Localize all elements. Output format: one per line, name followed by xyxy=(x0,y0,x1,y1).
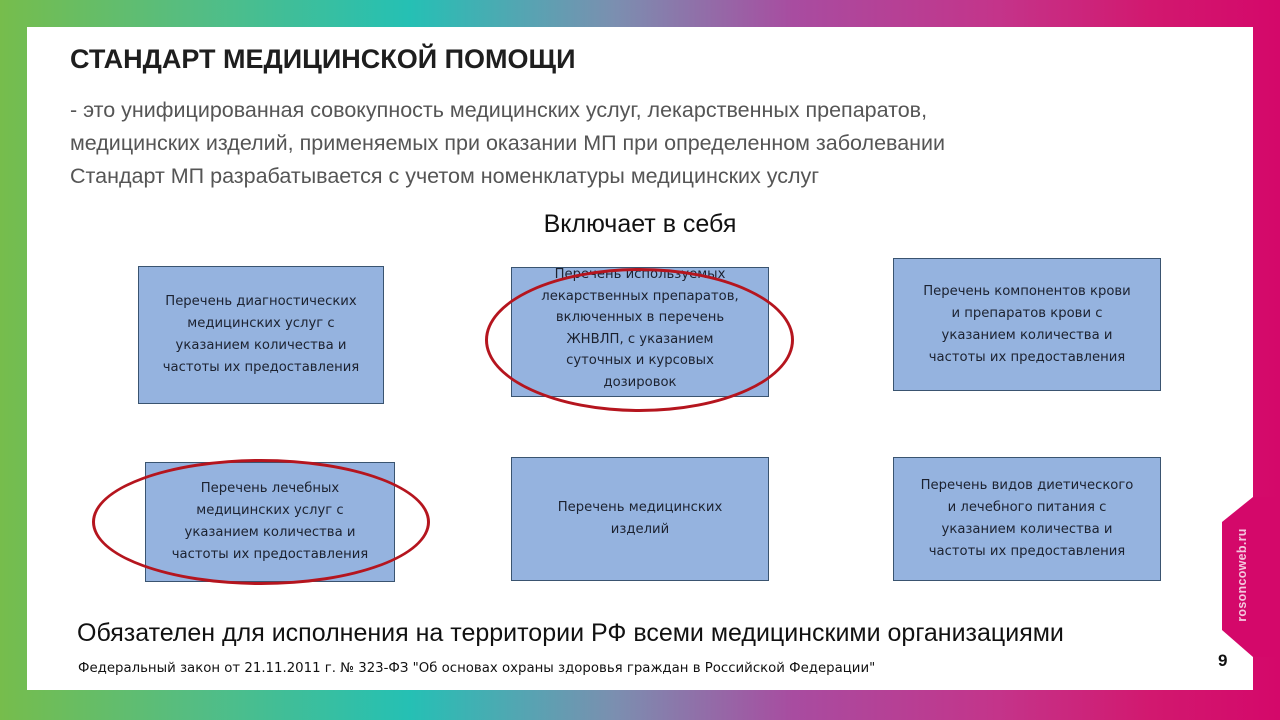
box-blood-components: Перечень компонентов крови и препаратов … xyxy=(893,258,1161,391)
box-medications: Перечень используемых лекарственных преп… xyxy=(511,267,769,397)
box-line: изделий xyxy=(610,522,670,537)
box-line: частоты их предоставления xyxy=(162,360,360,375)
box-line: Перечень видов диетического xyxy=(920,478,1134,493)
box-line: указанием количества и xyxy=(175,338,347,353)
box-line: указанием количества и xyxy=(941,327,1113,343)
page-number: 9 xyxy=(1218,651,1228,670)
brand-tab-shape xyxy=(1222,497,1280,657)
brand-url-link[interactable]: rosoncoweb.ru xyxy=(1235,528,1249,622)
box-line: включенных в перечень xyxy=(555,310,725,325)
box-line: и лечебного питания с xyxy=(947,500,1107,515)
brand-tab-label[interactable]: rosoncoweb.ru xyxy=(1232,515,1252,635)
box-dietary-nutrition: Перечень видов диетического и лечебного … xyxy=(893,457,1161,581)
box-line: лекарственных препаратов, xyxy=(541,288,739,304)
box-line: дозировок xyxy=(603,374,677,390)
definition-line: медицинских изделий, применяемых при ока… xyxy=(70,131,946,155)
box-line: суточных и курсовых xyxy=(566,353,714,368)
box-treatment-services: Перечень лечебных медицинских услуг с ук… xyxy=(145,462,395,582)
box-line: частоты их предоставления xyxy=(928,349,1126,365)
box-diagnostic-services: Перечень диагностических медицинских усл… xyxy=(138,266,384,404)
box-line: частоты их предоставления xyxy=(928,544,1126,559)
box-line: Перечень компонентов крови xyxy=(923,283,1131,299)
brand-tab xyxy=(1222,497,1280,657)
box-line: частоты их предоставления xyxy=(171,547,369,562)
box-line: медицинских услуг с xyxy=(187,316,335,331)
definition-line: - это унифицированная совокупность медиц… xyxy=(70,98,928,122)
box-line: ЖНВЛП, с указанием xyxy=(566,331,714,347)
box-line: Перечень лечебных xyxy=(200,481,340,496)
box-line: медицинских услуг с xyxy=(196,503,344,518)
box-line: Перечень используемых xyxy=(554,267,726,282)
definition-line: Стандарт МП разрабатывается с учетом ном… xyxy=(70,164,820,188)
includes-heading-text: Включает в себя xyxy=(543,210,737,238)
box-line: Перечень медицинских xyxy=(557,500,723,515)
definition-text: - это унифицированная совокупность медиц… xyxy=(70,94,1190,193)
box-line: указанием количества и xyxy=(184,525,356,540)
box-line: и препаратов крови с xyxy=(951,305,1103,321)
slide-title: СТАНДАРТ МЕДИЦИНСКОЙ ПОМОЩИ xyxy=(70,44,576,74)
law-reference: Федеральный закон от 21.11.2011 г. № 323… xyxy=(78,661,876,676)
box-medical-devices: Перечень медицинских изделий xyxy=(511,457,769,581)
includes-heading: Включает в себя xyxy=(0,210,1280,239)
mandatory-statement: Обязателен для исполнения на территории … xyxy=(77,619,1064,647)
box-line: указанием количества и xyxy=(941,522,1113,537)
box-line: Перечень диагностических xyxy=(165,294,357,309)
